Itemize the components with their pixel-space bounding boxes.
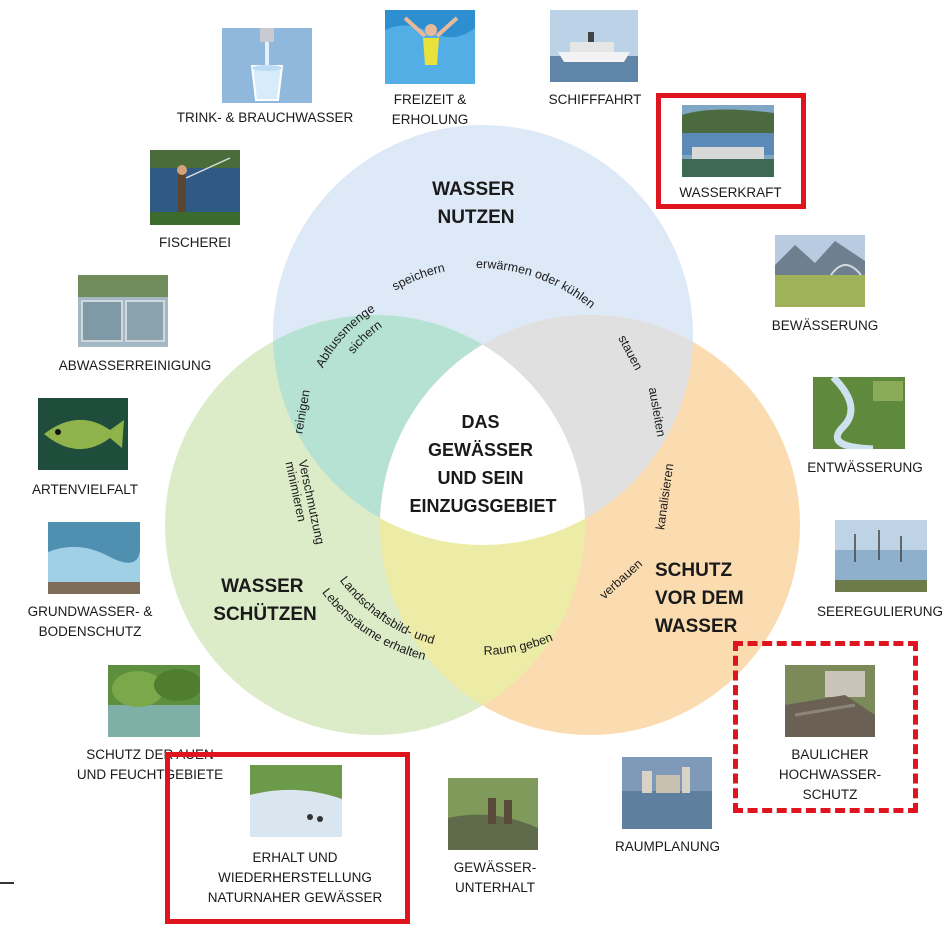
label-bewaesserung: BEWÄSSERUNG: [771, 318, 879, 333]
label-raumplanung: RAUMPLANUNG: [614, 839, 720, 854]
photo-grundwasser: [48, 522, 140, 594]
label-schifffahrt: SCHIFFFAHRT: [548, 92, 642, 107]
center-title: DAS GEWÄSSER UND SEIN EINZUGSGEBIET: [409, 412, 556, 516]
label-auen: SCHUTZ DER AUEN UND FEUCHTGEBIETE: [76, 747, 224, 782]
overlap-center: [380, 315, 585, 545]
photo-schifffahrt: [550, 10, 638, 82]
label-unterhalt: GEWÄSSER- UNTERHALT: [453, 860, 537, 895]
photo-fischerei: [150, 150, 240, 225]
photo-erhalt: [250, 765, 342, 837]
photo-entwaesserung: [813, 377, 905, 449]
photo-wasserkraft: [682, 105, 774, 177]
label-trinkwasser: TRINK- & BRAUCHWASSER: [176, 110, 354, 125]
label-seeregulierung: SEEREGULIERUNG: [816, 604, 944, 619]
photo-freizeit: [385, 10, 475, 84]
photo-auen: [108, 665, 200, 737]
title-wasser-schuetzen: WASSER SCHÜTZEN: [213, 576, 316, 625]
highlight-frame-wasserkraft: [656, 93, 806, 209]
label-grundwasser: GRUNDWASSER- & BODENSCHUTZ: [27, 604, 153, 639]
photo-trinkwasser: [222, 28, 312, 103]
divider-line: [0, 882, 14, 884]
photo-artenvielfalt: [38, 398, 128, 470]
photo-hochwasserschutz: [785, 665, 875, 737]
label-wasserkraft: WASSERKRAFT: [679, 185, 782, 200]
title-wasser-nutzen: WASSER NUTZEN: [432, 179, 520, 228]
photo-abwasser: [78, 275, 168, 347]
photo-unterhalt: [448, 778, 538, 850]
label-fischerei: FISCHEREI: [158, 235, 231, 250]
title-schutz-vor-dem-wasser: SCHUTZ VOR DEM WASSER: [655, 560, 749, 637]
photo-bewaesserung: [775, 235, 865, 307]
photo-seeregulierung: [835, 520, 927, 592]
photo-raumplanung: [622, 757, 712, 829]
label-hochwasserschutz: BAULICHER HOCHWASSER- SCHUTZ: [778, 747, 882, 802]
label-entwaesserung: ENTWÄSSERUNG: [807, 460, 923, 475]
label-abwasser: ABWASSERREINIGUNG: [58, 358, 212, 373]
highlight-frame-erhalt: [165, 752, 410, 924]
label-erhalt: ERHALT UND WIEDERHERSTELLUNG NATURNAHER …: [207, 850, 383, 905]
highlight-frame-hochwasserschutz: [733, 641, 918, 813]
label-freizeit: FREIZEIT & ERHOLUNG: [391, 92, 469, 127]
label-artenvielfalt: ARTENVIELFALT: [31, 482, 139, 497]
